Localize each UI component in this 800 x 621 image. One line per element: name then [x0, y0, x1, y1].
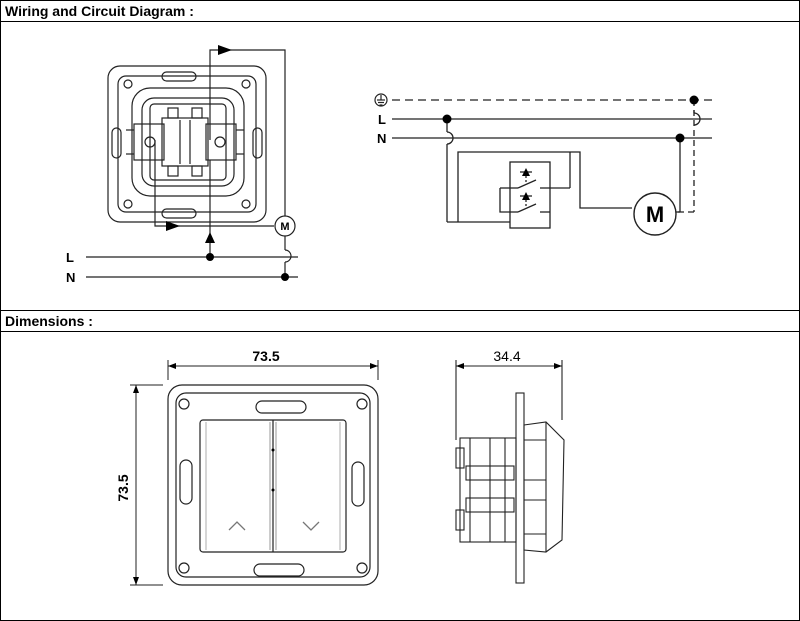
line-label: L [66, 250, 74, 265]
ground-icon [374, 93, 388, 107]
dimensions-section-title: Dimensions : [0, 310, 800, 332]
schematic-motor-label: M [646, 202, 664, 227]
schematic-neutral-label: N [377, 131, 386, 146]
junction-dot [675, 133, 685, 143]
junction-dot [689, 95, 699, 105]
schematic-line-label: L [378, 112, 386, 127]
arrow-up-icon [205, 232, 215, 243]
height-dimension: 73.5 [115, 474, 131, 501]
down-chevron-icon [302, 521, 320, 531]
up-chevron-icon [228, 521, 246, 531]
front-view-drawing [130, 360, 379, 586]
arrow-right-icon [218, 45, 232, 55]
width-dimension: 73.5 [252, 348, 279, 364]
switch-wiring-drawing [107, 65, 267, 223]
arrow-right-icon [166, 221, 180, 231]
junction-dot [281, 273, 289, 281]
wiring-section-title: Wiring and Circuit Diagram : [0, 0, 800, 22]
depth-dimension: 34.4 [493, 348, 520, 364]
motor-label: M [280, 221, 289, 233]
neutral-label: N [66, 270, 75, 285]
motor-icon [274, 215, 296, 237]
switch-up-arrow-icon [522, 168, 530, 176]
switch-down-arrow-icon [522, 192, 530, 200]
side-view-drawing [455, 360, 565, 584]
schematic-motor-icon [633, 192, 677, 236]
junction-dot [442, 114, 452, 124]
junction-dot [206, 253, 214, 261]
mounting-plate [107, 65, 267, 223]
